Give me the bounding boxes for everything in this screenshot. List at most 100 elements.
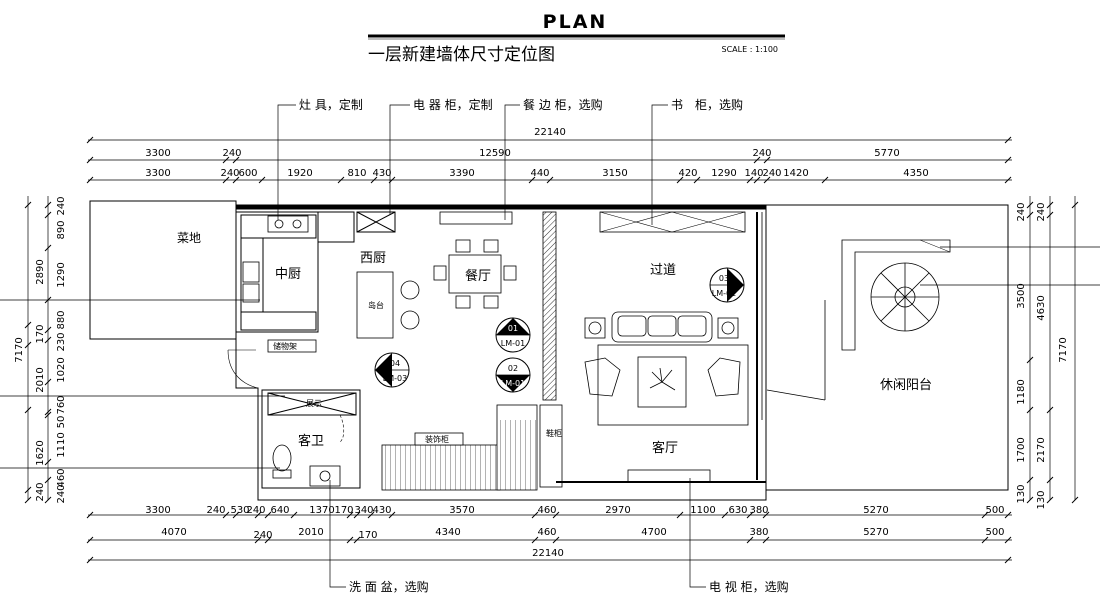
dim-label: 240 — [246, 505, 265, 516]
dim-label: 340 — [354, 505, 373, 516]
living-rug — [597, 344, 749, 426]
dim-label: 5270 — [863, 527, 888, 538]
dim-tick — [24, 321, 32, 329]
dim-label: 7170 — [1058, 337, 1069, 362]
dim-tick — [693, 176, 701, 184]
marker-ref: LM-01 — [501, 379, 525, 388]
dim-tick — [24, 496, 32, 504]
dim-label: 600 — [238, 168, 257, 179]
dim-tick — [1026, 201, 1034, 209]
dim-tick — [232, 176, 240, 184]
dim-label: 500 — [985, 527, 1004, 538]
dim-label: 240 — [762, 168, 781, 179]
dim-tick — [821, 176, 829, 184]
dim-label: 240 — [752, 148, 771, 159]
dim-label: 1370 — [309, 505, 334, 516]
dim-tick — [1046, 211, 1054, 219]
marker-number: 01 — [508, 324, 518, 333]
dim-label: 1700 — [1016, 437, 1027, 462]
dim-tick — [1071, 201, 1079, 209]
marker-ref: LM-03 — [383, 374, 407, 383]
dim-tick — [44, 211, 52, 219]
dim-label: 1290 — [711, 168, 736, 179]
veg-garden-area — [89, 200, 237, 340]
appliance-cabinet — [356, 211, 396, 233]
tv-cabinet — [627, 469, 711, 483]
dim-tick — [44, 496, 52, 504]
dim-label: 440 — [530, 168, 549, 179]
hatched-wall — [542, 211, 557, 401]
dim-label: 810 — [347, 168, 366, 179]
dim-label: 50 — [56, 416, 67, 429]
dim-tick — [44, 244, 52, 252]
dim-label: 240 — [253, 530, 272, 541]
callout-sideboard: 餐 边 柜，选购 — [523, 97, 603, 112]
dim-label: 3570 — [449, 505, 474, 516]
sofa — [584, 311, 739, 343]
dim-tick — [24, 486, 32, 494]
sink-icon — [242, 261, 260, 303]
dim-tick — [746, 536, 754, 544]
dim-tick — [86, 536, 94, 544]
callout-stove: 灶 具，定制 — [299, 97, 363, 112]
dim-tick — [1004, 536, 1012, 544]
dim-label: 430 — [372, 168, 391, 179]
dim-label: 1180 — [1016, 379, 1027, 404]
dim-tick — [531, 536, 539, 544]
dim-tick — [552, 511, 560, 519]
dim-label: 240 — [56, 484, 67, 503]
dim-tick — [86, 176, 94, 184]
dim-label: 2170 — [1036, 437, 1047, 462]
dim-label: 240 — [1016, 202, 1027, 221]
dim-label: 1290 — [56, 262, 67, 287]
armchair — [584, 357, 741, 397]
dim-tick — [1026, 406, 1034, 414]
bar-stool — [400, 310, 420, 330]
dim-label: 2970 — [605, 505, 630, 516]
dim-tick — [676, 176, 684, 184]
dim-tick — [1046, 476, 1054, 484]
dim-tick — [1026, 476, 1034, 484]
shoe-cabinet-label: 鞋柜 — [546, 428, 562, 438]
dim-tick — [44, 378, 52, 386]
dim-tick — [44, 326, 52, 334]
dim-label: 240 — [220, 168, 239, 179]
section-marker-03: 03 LM-02 — [709, 267, 745, 303]
dim-tick — [232, 156, 240, 164]
dim-label: 1620 — [35, 440, 46, 465]
plant-icon — [649, 367, 676, 391]
dim-tick — [676, 511, 684, 519]
room-leisure-terrace: 休闲阳台 — [880, 378, 932, 393]
dim-label: 3500 — [1016, 283, 1027, 308]
dim-tick — [24, 201, 32, 209]
dim-label: 240 — [56, 196, 67, 215]
dim-tick — [44, 458, 52, 466]
dim-tick — [1004, 136, 1012, 144]
dim-label: 2010 — [35, 367, 46, 392]
staircase — [381, 404, 538, 491]
kitchen-island — [356, 271, 394, 339]
dim-label: 230 — [56, 332, 67, 351]
dim-tick — [353, 536, 361, 544]
dim-label: 12590 — [479, 148, 511, 159]
dim-tick — [254, 511, 262, 519]
dim-tick — [346, 536, 354, 544]
dim-label: 420 — [678, 168, 697, 179]
dim-tick — [753, 176, 761, 184]
dim-tick — [762, 536, 770, 544]
dim-label: 130 — [1036, 490, 1047, 509]
callout-bookcase: 书 柜，选购 — [671, 97, 743, 112]
dim-tick — [528, 176, 536, 184]
dim-label: 240 — [35, 482, 46, 501]
dim-tick — [222, 511, 230, 519]
room-dining: 餐厅 — [465, 268, 491, 284]
small-cabinet-label: 装饰柜 — [425, 434, 449, 444]
dim-tick — [1004, 556, 1012, 564]
dim-tick — [1026, 211, 1034, 219]
terrace-planter — [841, 239, 951, 351]
toilet-icon — [272, 444, 292, 479]
dim-label: 880 — [56, 310, 67, 329]
dim-tick — [222, 176, 230, 184]
dim-tick — [44, 201, 52, 209]
section-marker-04: 04 LM-03 — [374, 352, 410, 388]
